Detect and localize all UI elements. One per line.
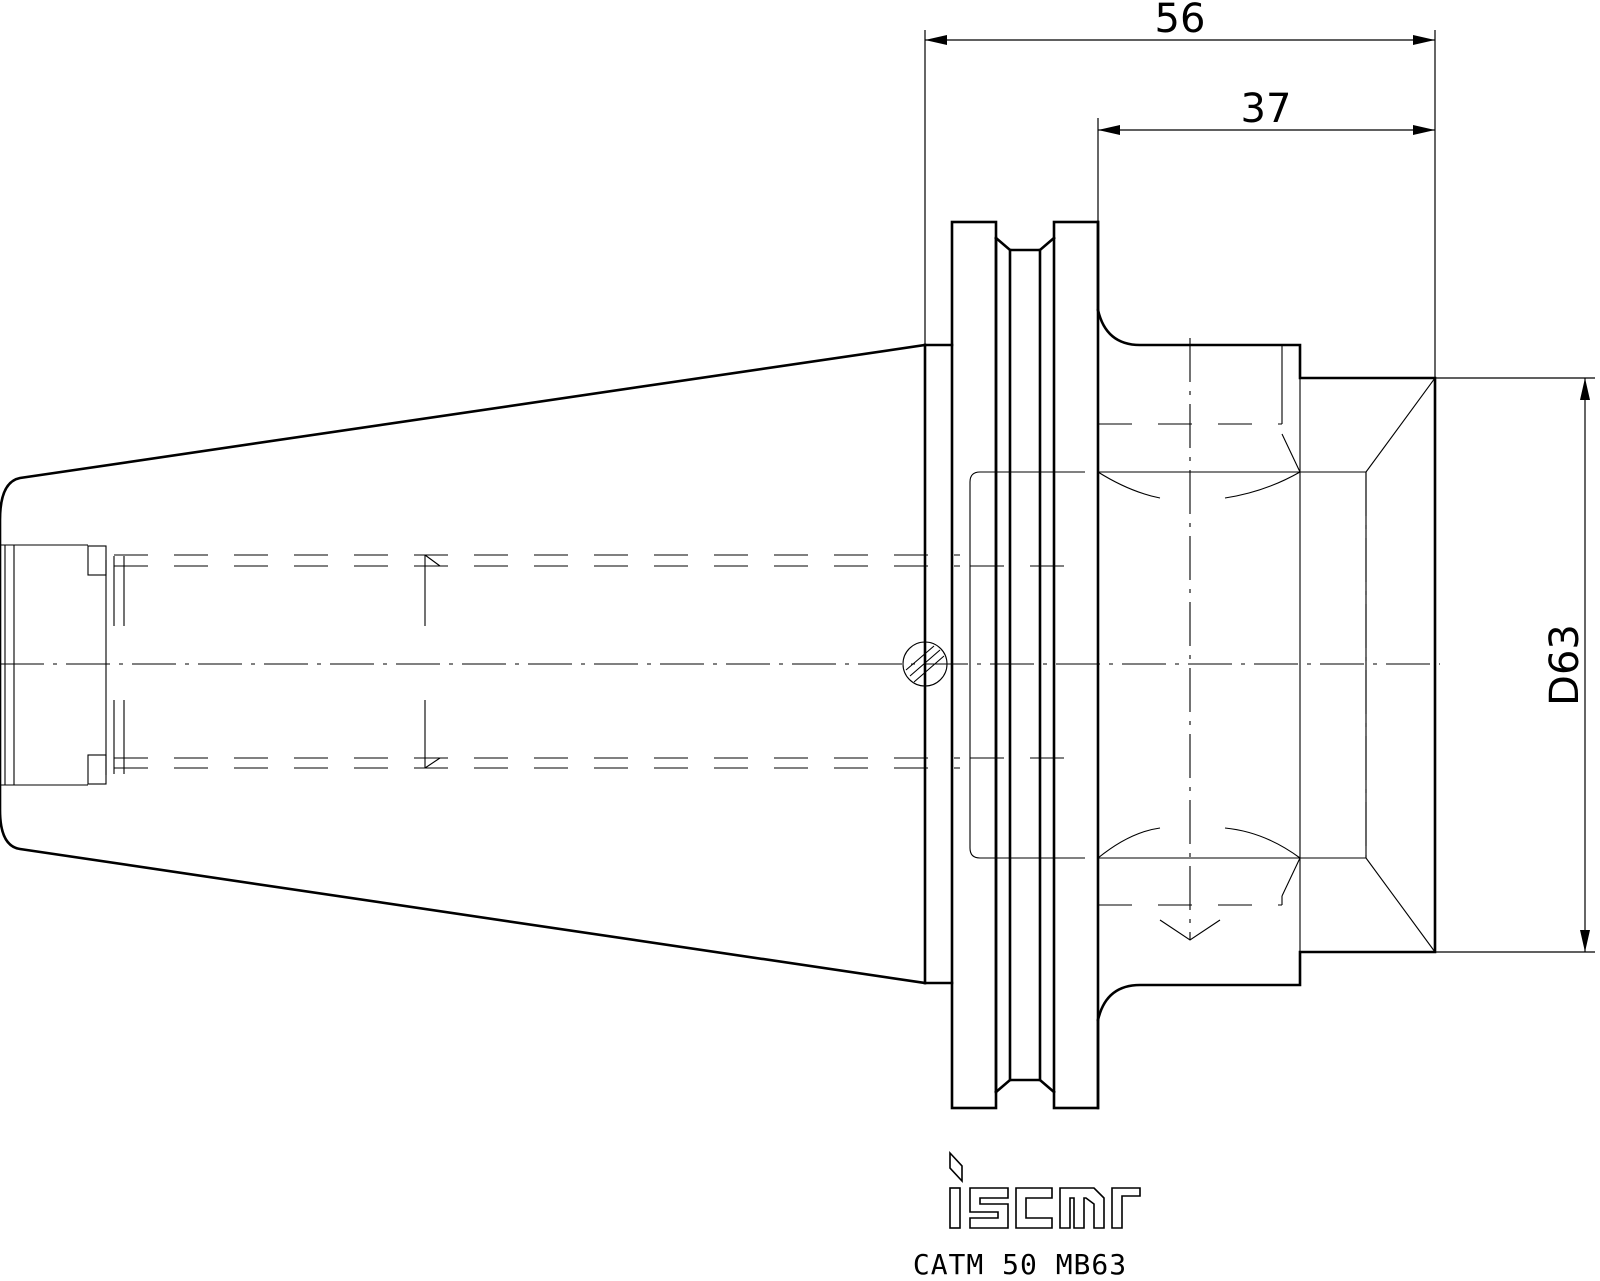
part-designation: CATM 50 MB63 bbox=[912, 1248, 1128, 1281]
body-length-label: 37 bbox=[1241, 86, 1292, 132]
tool-body bbox=[1096, 220, 1437, 1110]
dimension-diameter: D63 bbox=[1435, 377, 1595, 953]
hidden-bore bbox=[114, 471, 1085, 859]
v-flange bbox=[950, 220, 1100, 1110]
iscar-logo bbox=[949, 1150, 1141, 1229]
center-lines bbox=[0, 338, 1440, 940]
diameter-label: D63 bbox=[1542, 624, 1588, 706]
dimension-overall-length: 56 bbox=[924, 0, 1436, 378]
overall-length-label: 56 bbox=[1155, 0, 1206, 42]
dimension-body-length: 37 bbox=[1097, 86, 1435, 222]
